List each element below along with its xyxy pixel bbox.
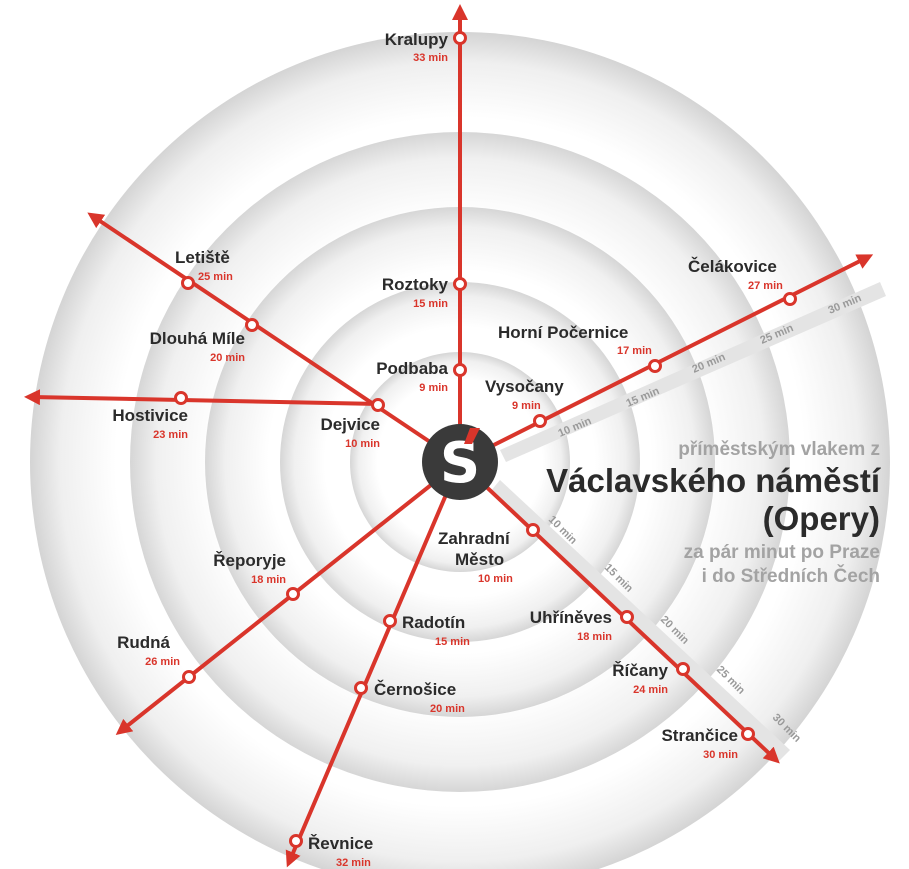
- time-cernosice: 20 min: [430, 703, 465, 715]
- time-letiste: 25 min: [198, 271, 233, 283]
- hub-circle: [422, 424, 498, 500]
- line-west: [24, 389, 382, 406]
- stop-podbaba[interactable]: [453, 363, 467, 377]
- label-uhrineves: Uhříněves: [530, 608, 612, 627]
- time-revnice: 32 min: [336, 857, 371, 869]
- time-dejvice: 10 min: [345, 438, 380, 450]
- label-horni-pocernice: Horní Počernice: [498, 323, 628, 342]
- title-line5: i do Středních Čech: [702, 565, 880, 587]
- label-revnice: Řevnice: [308, 834, 373, 853]
- station-labels: Kralupy 33 min Roztoky 15 min Podbaba 9 …: [112, 30, 783, 869]
- label-ricany: Říčany: [612, 661, 668, 680]
- label-cernosice: Černošice: [374, 680, 456, 699]
- stop-hostivice[interactable]: [174, 391, 188, 405]
- stop-dlouha-mile[interactable]: [245, 318, 259, 332]
- label-kralupy: Kralupy: [385, 30, 449, 49]
- line-southeast: [458, 460, 780, 764]
- label-reporyje: Řeporyje: [213, 551, 286, 570]
- label-mesto: Město: [455, 550, 504, 569]
- time-ricany: 24 min: [633, 684, 668, 696]
- label-dejvice: Dejvice: [320, 415, 380, 434]
- hub-logo-letter: S: [440, 431, 480, 496]
- time-uhrineves: 18 min: [577, 631, 612, 643]
- stop-roztoky[interactable]: [453, 277, 467, 291]
- stop-revnice[interactable]: [289, 834, 303, 848]
- stop-letiste[interactable]: [181, 276, 195, 290]
- title-line3: (Opery): [763, 500, 880, 537]
- station-dots: [174, 31, 797, 848]
- stop-rudna[interactable]: [182, 670, 196, 684]
- time-radotin: 15 min: [435, 636, 470, 648]
- time-podbaba: 9 min: [419, 382, 448, 394]
- stop-zahradni-mesto[interactable]: [526, 523, 540, 537]
- title-line4: za pár minut po Praze: [684, 542, 880, 563]
- time-strancice: 30 min: [703, 749, 738, 761]
- stop-dejvice[interactable]: [371, 398, 385, 412]
- label-zahradni: Zahradní: [438, 529, 511, 548]
- stop-uhrineves[interactable]: [620, 610, 634, 624]
- stop-reporyje[interactable]: [286, 587, 300, 601]
- time-rudna: 26 min: [145, 656, 180, 668]
- label-rudna: Rudná: [117, 633, 170, 652]
- line-northeast: [458, 254, 874, 464]
- label-hostivice: Hostivice: [112, 406, 188, 425]
- time-celakovice: 27 min: [748, 280, 783, 292]
- time-dlouha-mile: 20 min: [210, 352, 245, 364]
- stop-horni-pocernice[interactable]: [648, 359, 662, 373]
- stop-vysocany[interactable]: [533, 414, 547, 428]
- stop-cernosice[interactable]: [354, 681, 368, 695]
- label-vysocany: Vysočany: [485, 377, 564, 396]
- stop-strancice[interactable]: [741, 727, 755, 741]
- hub-logo-accent: [464, 428, 480, 444]
- hub-logo[interactable]: S: [422, 424, 498, 500]
- title-line1: příměstským vlakem z: [678, 439, 880, 460]
- time-kralupy: 33 min: [413, 52, 448, 64]
- time-vysocany: 9 min: [512, 400, 541, 412]
- stop-ricany[interactable]: [676, 662, 690, 676]
- line-northwest: [87, 212, 462, 464]
- label-strancice: Strančice: [661, 726, 738, 745]
- time-roztoky: 15 min: [413, 298, 448, 310]
- label-radotin: Radotín: [402, 613, 465, 632]
- time-horni-pocernice: 17 min: [617, 345, 652, 357]
- stop-radotin[interactable]: [383, 614, 397, 628]
- time-zahradni-mesto: 10 min: [478, 573, 513, 585]
- stop-kralupy[interactable]: [453, 31, 467, 45]
- time-hostivice: 23 min: [153, 429, 188, 441]
- title-line2: Václavského náměstí: [546, 462, 882, 499]
- label-dlouha-mile: Dlouhá Míle: [150, 329, 245, 348]
- label-celakovice: Čelákovice: [688, 257, 777, 276]
- line-south: [285, 460, 462, 868]
- label-roztoky: Roztoky: [382, 275, 449, 294]
- title-block: příměstským vlakem z Václavského náměstí…: [546, 439, 882, 587]
- label-podbaba: Podbaba: [376, 359, 448, 378]
- stop-celakovice[interactable]: [783, 292, 797, 306]
- time-reporyje: 18 min: [251, 574, 286, 586]
- label-letiste: Letiště: [175, 248, 230, 267]
